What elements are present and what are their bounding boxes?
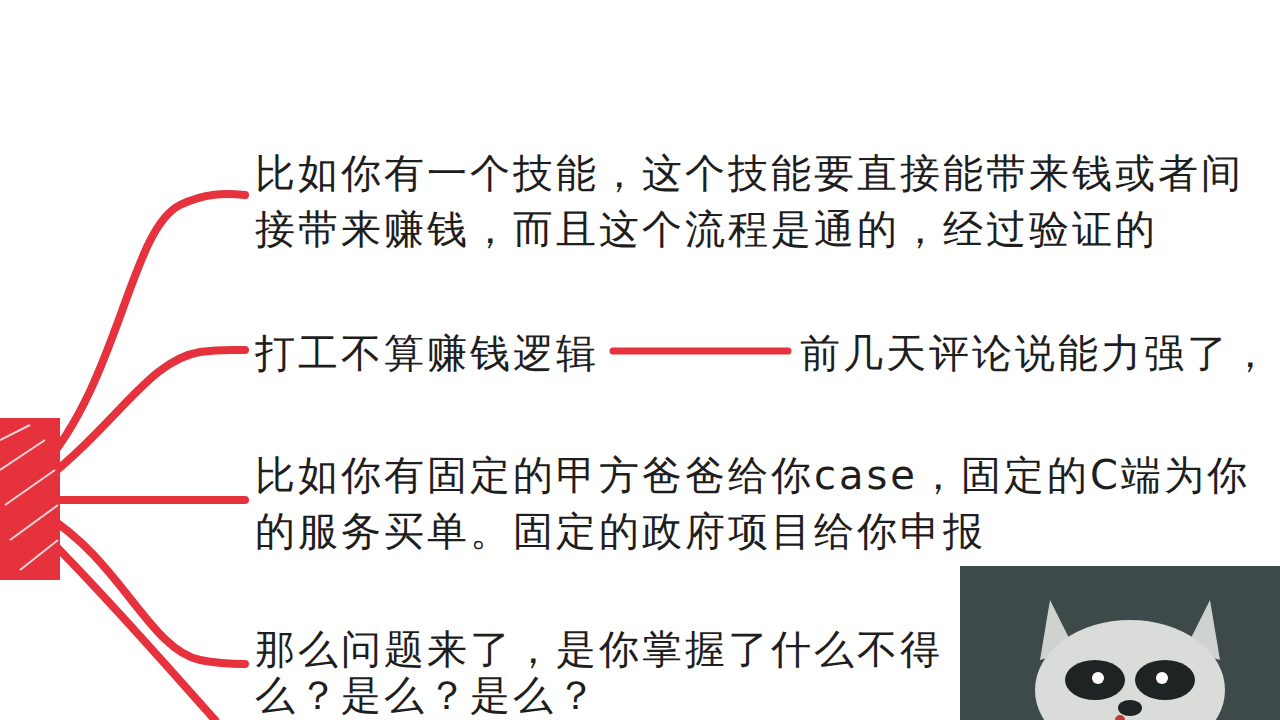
text-slot: 比如你有一个技能，这个技能要直接能带来钱或者间接带来赚钱，而且这个流程是通的，经…: [255, 145, 1255, 257]
root-node-scribble: [0, 418, 60, 580]
mindmap-text: 打工不算赚钱逻辑: [255, 325, 599, 381]
scribble-strokes: [0, 425, 58, 570]
mindmap-text: 那么问题来了，是你掌握了什么不得 么？是么？是么？: [255, 626, 955, 718]
mascot-head: [1035, 620, 1225, 720]
mindmap-text: 比如你有一个技能，这个技能要直接能带来钱或者间接带来赚钱，而且这个流程是通的，经…: [255, 145, 1255, 257]
text-slot: 打工不算赚钱逻辑: [255, 325, 599, 381]
branch-line: [45, 350, 245, 480]
branch-line: [50, 496, 245, 504]
text-slot: 前几天评论说能力强了，: [800, 325, 1273, 381]
mascot-eye: [1092, 672, 1104, 684]
branch-lines: [40, 194, 245, 720]
leader-line: [613, 348, 788, 355]
text-slot: 比如你有固定的甲方爸爸给你case，固定的C端为你的服务买单。固定的政府项目给你…: [255, 447, 1265, 559]
mindmap-text: 比如你有固定的甲方爸爸给你case，固定的C端为你的服务买单。固定的政府项目给你…: [255, 447, 1265, 559]
mascot-eye-patch: [1135, 660, 1195, 700]
branch-line: [40, 530, 215, 720]
mascot-eye: [1156, 672, 1168, 684]
mascot-nose: [1118, 700, 1142, 716]
mindmap-text: 前几天评论说能力强了，: [800, 325, 1273, 381]
branch-line: [40, 194, 245, 470]
webcam-overlay: [960, 566, 1280, 720]
mascot-eye-patch: [1065, 660, 1125, 700]
root-block: [0, 418, 60, 580]
text-slot: 那么问题来了，是你掌握了什么不得 么？是么？是么？: [255, 626, 955, 718]
mascot-mic: [1115, 715, 1125, 720]
